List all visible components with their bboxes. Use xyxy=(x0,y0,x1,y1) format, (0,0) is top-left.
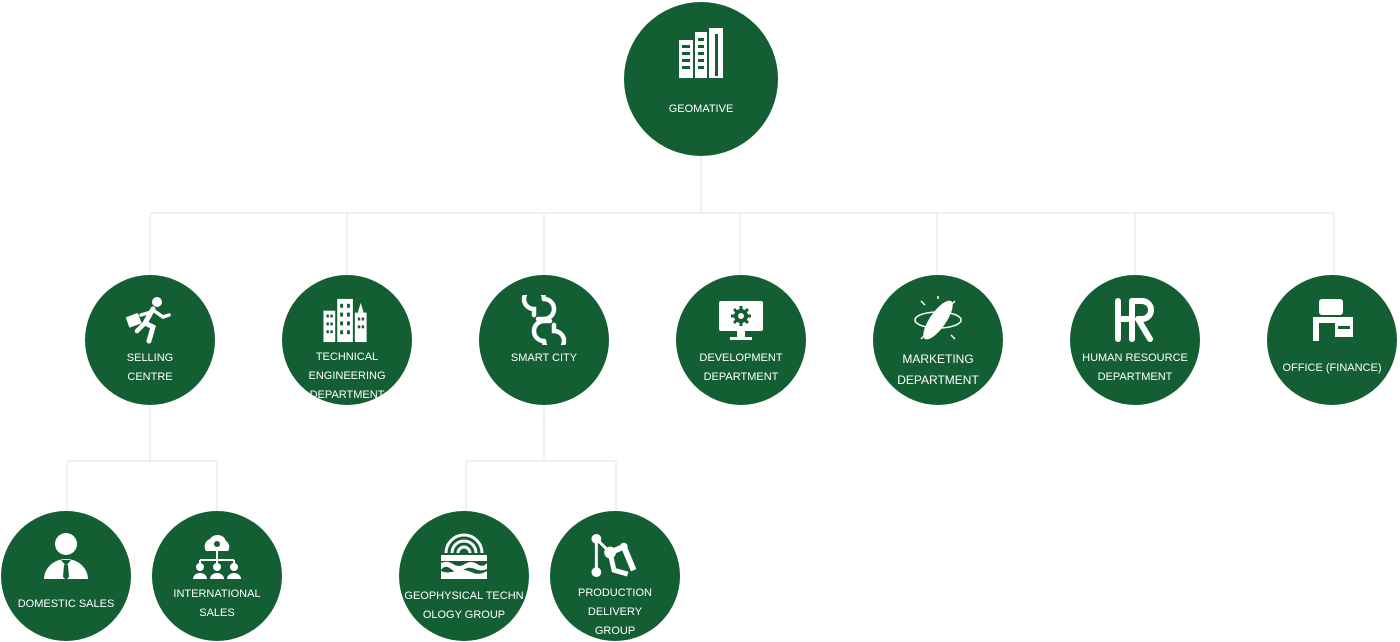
running-businessman-icon xyxy=(125,297,171,344)
city-buildings-icon xyxy=(323,298,367,343)
org-node-technical-engineering[interactable]: TECHNICAL ENGINEERING DEPARTMENT xyxy=(282,275,412,405)
org-node-geophysical-technology[interactable]: GEOPHYSICAL TECHN OLOGY GROUP xyxy=(399,511,529,641)
org-node-production-delivery[interactable]: PRODUCTION DELIVERY GROUP xyxy=(550,511,680,641)
node-label: GEOPHYSICAL TECHN OLOGY GROUP xyxy=(404,590,524,621)
org-node-marketing[interactable]: MARKETING DEPARTMENT xyxy=(873,275,1003,405)
org-node-selling-centre[interactable]: SELLING CENTRE xyxy=(85,275,215,405)
node-label: SMART CITY xyxy=(510,352,578,364)
node-label: GEOMATIVE xyxy=(668,103,734,115)
hr-letters-icon xyxy=(1115,298,1154,342)
node-label: OFFICE (FINANCE) xyxy=(1282,362,1382,374)
smart-city-knot-icon xyxy=(521,295,567,345)
org-node-smart-city[interactable]: SMART CITY xyxy=(479,275,609,405)
node-label: MARKETING DEPARTMENT xyxy=(897,352,979,387)
node-label: PRODUCTION DELIVERY GROUP xyxy=(578,587,652,637)
node-label: INTERNATIONAL SALES xyxy=(173,588,261,619)
node-label: HUMAN RESOURCE DEPARTMENT xyxy=(1082,352,1188,383)
geophysical-waves-icon xyxy=(441,533,487,579)
org-node-domestic-sales[interactable]: DOMESTIC SALES xyxy=(1,511,131,641)
orbit-atom-icon xyxy=(914,296,962,340)
org-node-development[interactable]: DEVELOPMENT DEPARTMENT xyxy=(676,275,806,405)
monitor-gear-icon xyxy=(719,301,763,340)
businessman-icon xyxy=(44,533,88,580)
org-node-geomative[interactable]: GEOMATIVE xyxy=(624,2,778,156)
office-desk-icon xyxy=(1313,299,1353,341)
node-label: DOMESTIC SALES xyxy=(17,598,115,610)
building-icon xyxy=(679,28,723,78)
org-node-international-sales[interactable]: INTERNATIONAL SALES xyxy=(152,511,282,641)
node-label: DEVELOPMENT DEPARTMENT xyxy=(699,352,783,383)
node-label: TECHNICAL ENGINEERING DEPARTMENT xyxy=(308,351,386,401)
org-node-office-finance[interactable]: OFFICE (FINANCE) xyxy=(1267,275,1397,405)
node-label: SELLING CENTRE xyxy=(126,352,174,383)
robot-arm-icon xyxy=(591,533,637,578)
org-node-human-resource[interactable]: HUMAN RESOURCE DEPARTMENT xyxy=(1070,275,1200,405)
network-people-icon xyxy=(193,534,241,579)
